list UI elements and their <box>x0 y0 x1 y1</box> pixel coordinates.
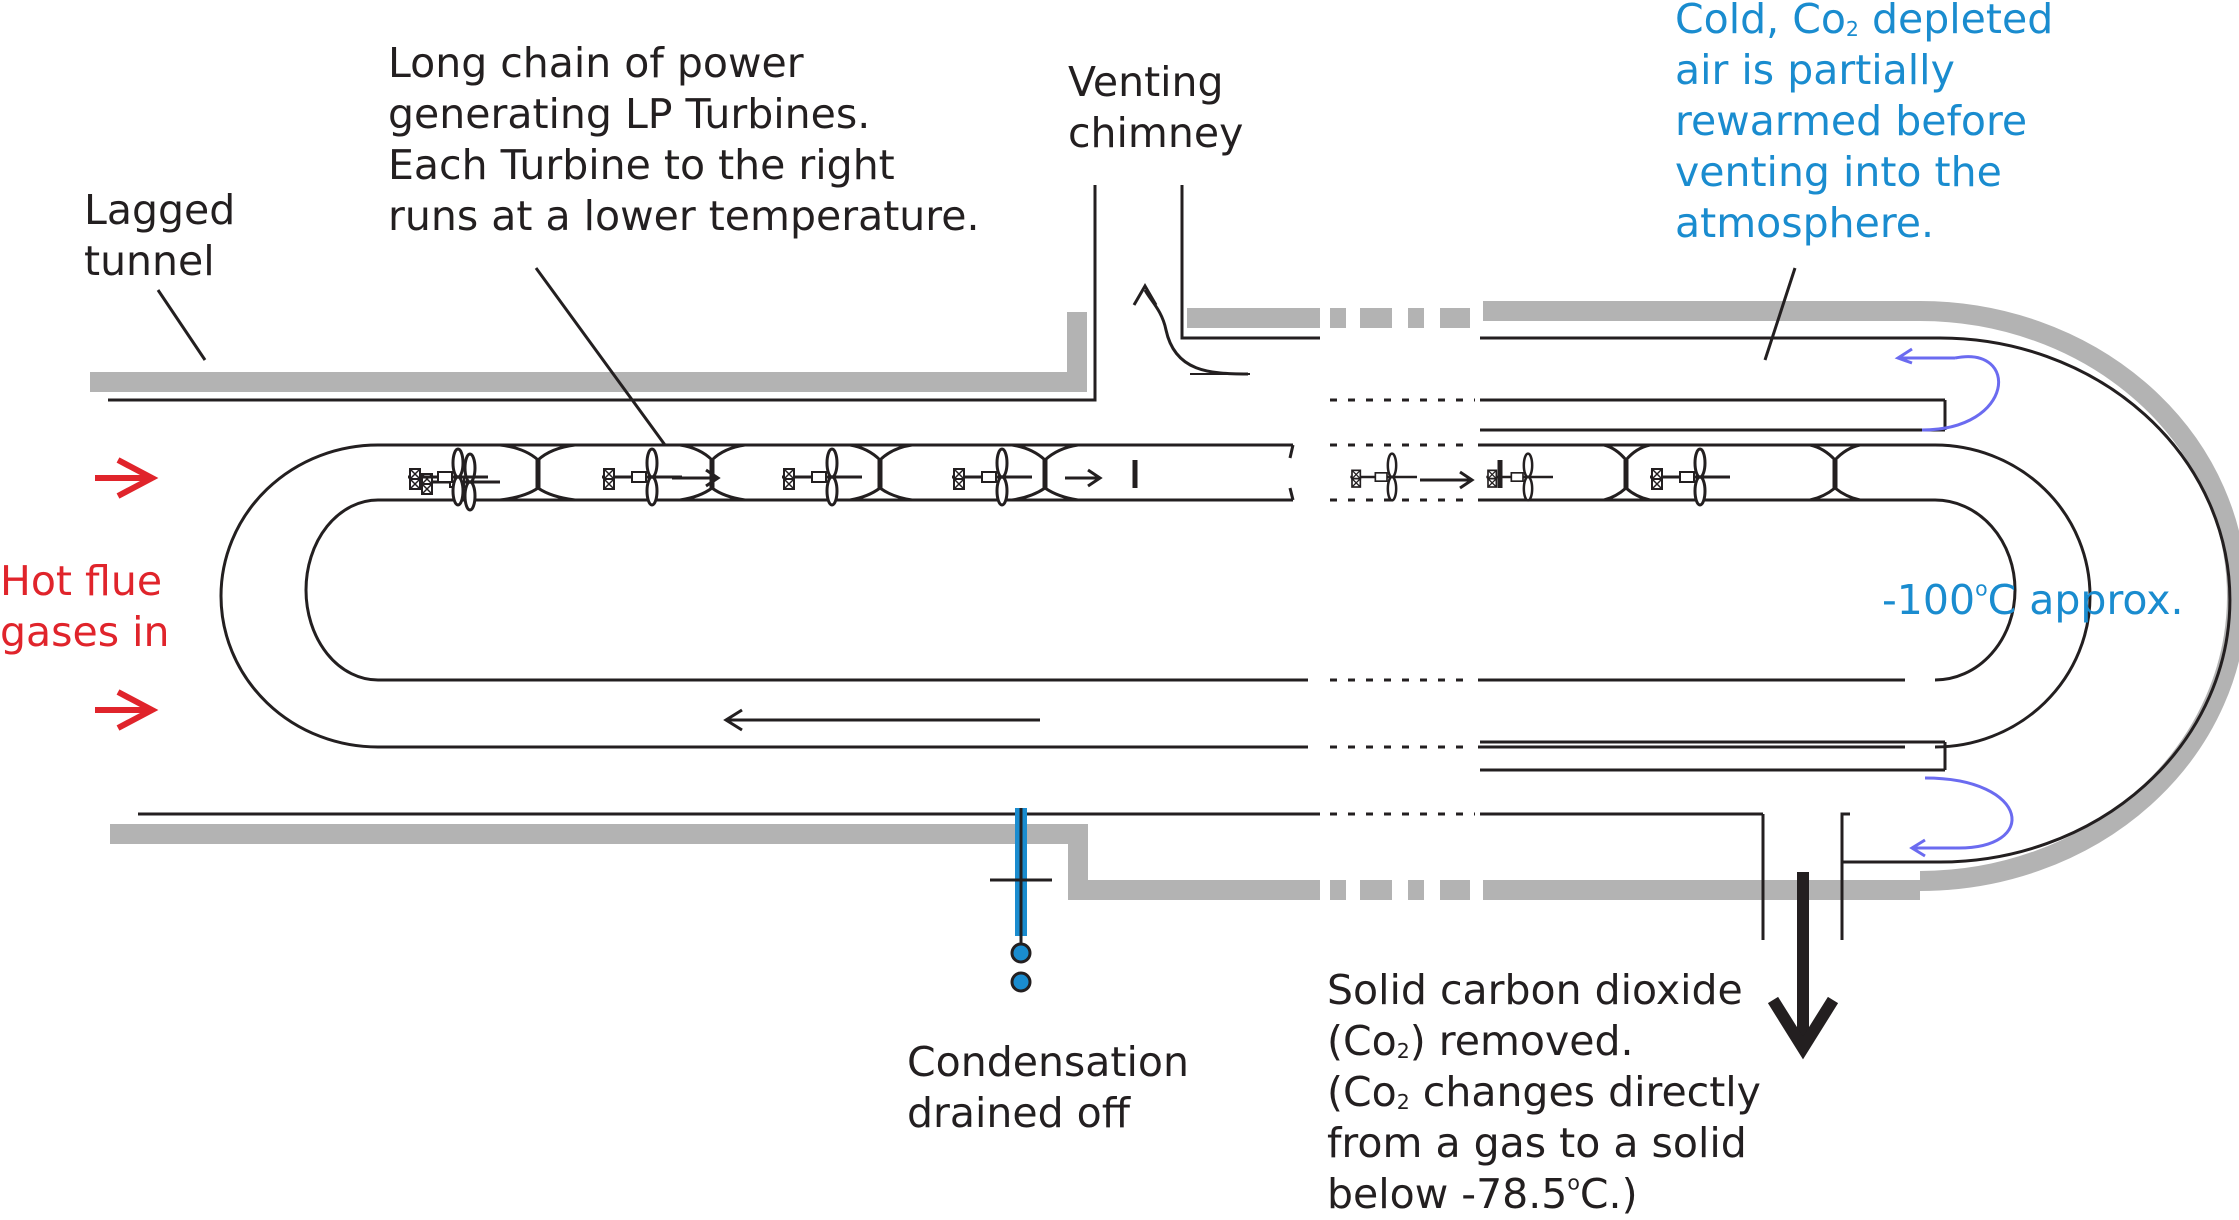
pointer-turbine-chain <box>534 267 667 446</box>
tunnel-walls <box>108 185 2232 940</box>
chimney-right-wall <box>1180 185 1320 340</box>
duct-dashes <box>1330 443 1470 749</box>
tunnel-insulation <box>90 301 2239 900</box>
condensation-drain <box>990 808 1052 993</box>
turbine-4 <box>950 447 1034 507</box>
rewarm-arrows <box>1894 347 2014 858</box>
duct-flow-arrows <box>672 468 1475 732</box>
condensation-label: Condensation drained off <box>907 1038 1189 1137</box>
duct-outer-loop <box>219 443 1308 749</box>
turbine-2 <box>600 447 684 507</box>
turbine-5 <box>1349 452 1419 502</box>
chimney-vent-arrow <box>1143 289 1249 376</box>
insulation-bend <box>1919 301 2239 891</box>
stage-necks <box>499 443 1861 502</box>
drip-1 <box>1010 942 1032 964</box>
venting-chimney-label: Venting chimney <box>1068 58 1244 157</box>
co2-outlet-arrow <box>1767 872 1839 1060</box>
duct-inner-loop <box>304 498 1308 682</box>
turbine-duct <box>219 443 2092 749</box>
turbine-6 <box>1485 452 1555 502</box>
turbine-7 <box>1648 447 1732 507</box>
duct-right-inner <box>1905 498 2017 682</box>
turbine-chain <box>418 443 1861 512</box>
duct-right-outer <box>1905 443 2092 749</box>
insulation-bottom-left <box>110 824 1320 900</box>
tunnel-bend-inner <box>1939 336 2232 864</box>
lagged-tunnel-label: Lagged tunnel <box>84 186 236 285</box>
tunnel-dashes <box>1330 398 1475 816</box>
outlet-right-wall <box>1840 812 1850 940</box>
drip-2 <box>1010 971 1032 993</box>
tunnel-wall-top <box>108 185 1097 402</box>
hot-flue-label: Hot flue gases in <box>0 557 170 656</box>
turbine-3 <box>780 447 864 507</box>
insulation-gaps <box>1330 308 1470 900</box>
stage-dividers <box>535 460 1838 488</box>
label-pointers <box>156 267 1797 446</box>
temperature-label: -100oC approx. <box>1882 576 2184 624</box>
co2-removed-label: Solid carbon dioxide(Co2) removed.(Co2 c… <box>1327 966 1761 1218</box>
insulation-top-left <box>90 312 1087 392</box>
inlet-arrows <box>95 457 159 731</box>
turbine-chain-label: Long chain of power generating LP Turbin… <box>388 39 980 240</box>
pointer-lagged-tunnel <box>156 289 207 361</box>
pointer-cold-air <box>1763 267 1797 361</box>
